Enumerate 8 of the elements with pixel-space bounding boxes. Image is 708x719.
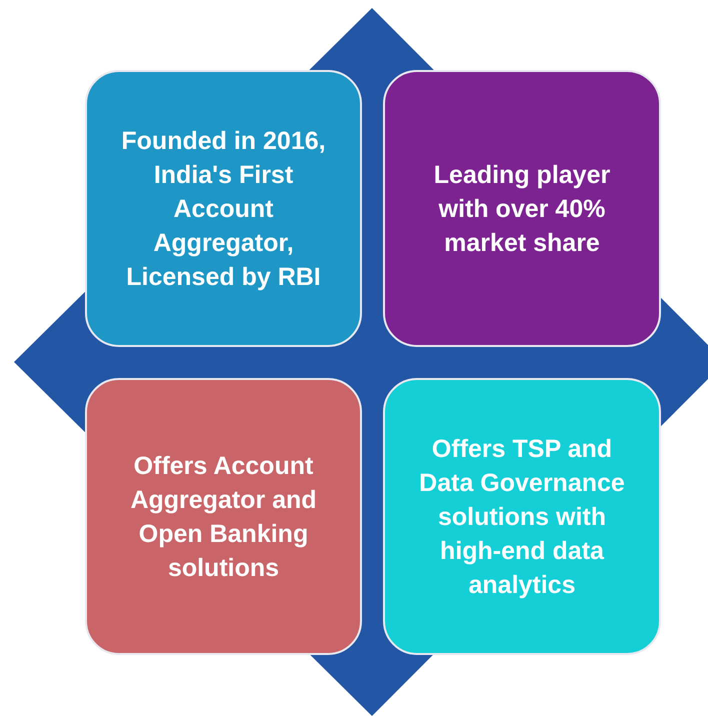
- text-card: [383, 378, 661, 655]
- card-text: Offers Account Aggregator and Open Banking solutions: [129, 450, 318, 584]
- text-card: [85, 70, 362, 347]
- text-card: [383, 70, 661, 347]
- text-card: [85, 378, 362, 655]
- card-text: Offers TSP and Data Governance solutions with high-end data analytics: [418, 434, 626, 600]
- card-text: Founded in 2016, India's First Account Aggregator, Licensed by RBI: [120, 126, 327, 292]
- card-text: Leading player with over 40% market share: [432, 160, 612, 258]
